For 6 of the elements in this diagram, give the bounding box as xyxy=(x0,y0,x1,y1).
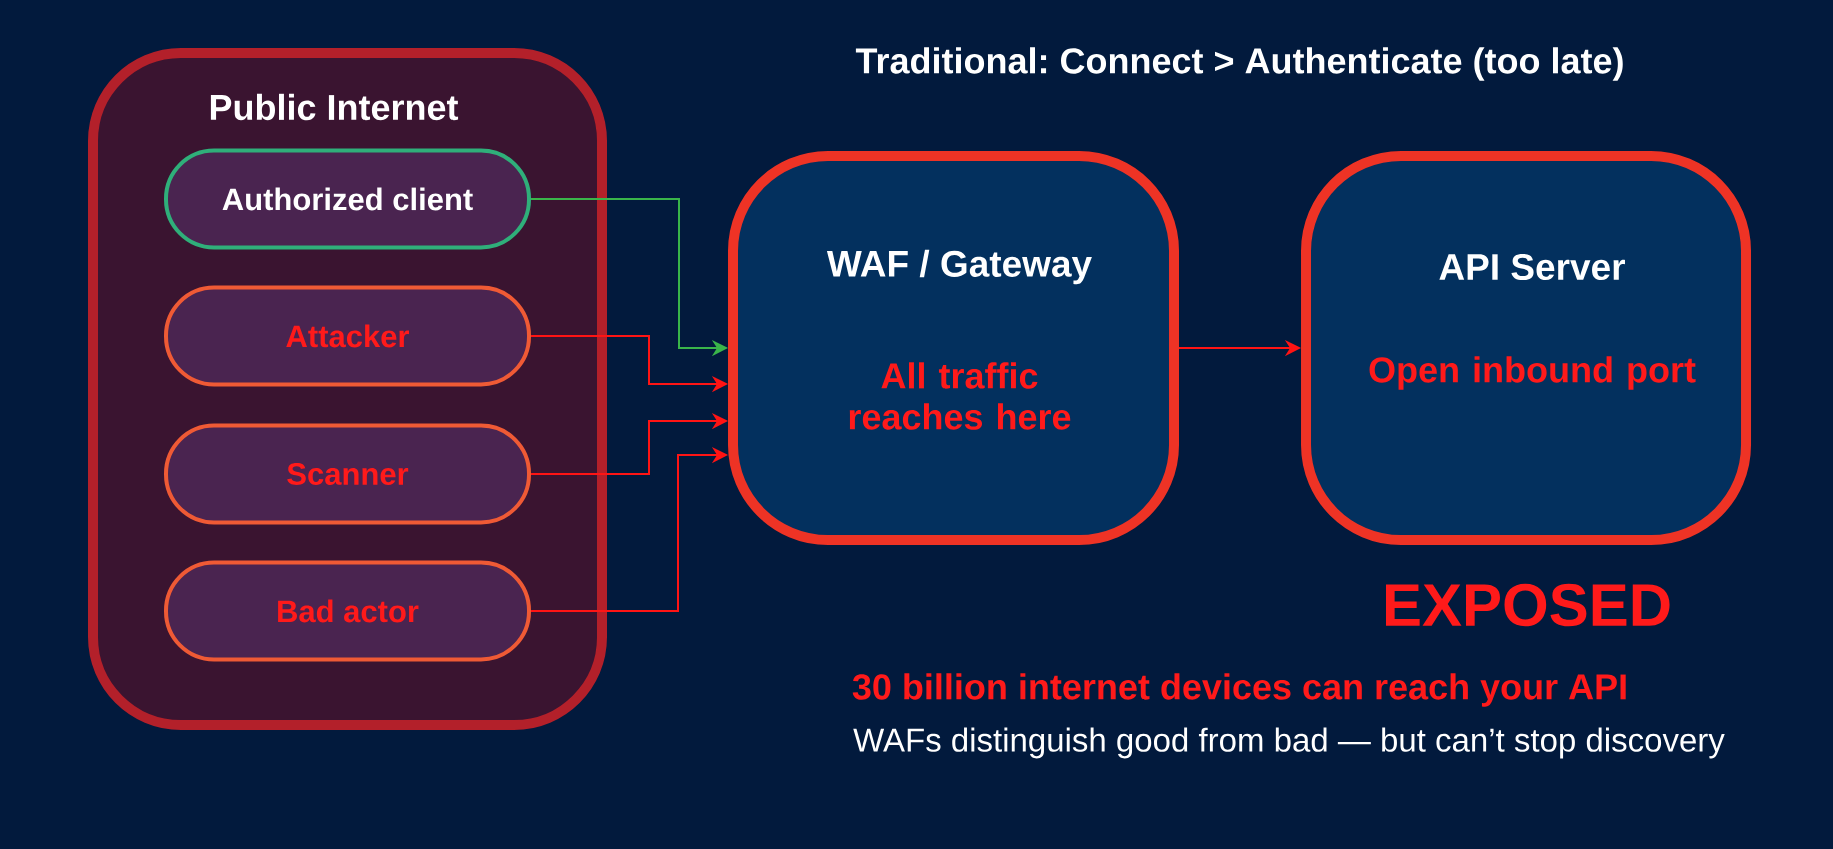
box-title: WAF / Gateway xyxy=(826,249,1092,285)
status-label: EXPOSED xyxy=(1386,583,1670,627)
note-text: WAFs distinguish good from bad — but can’t stop discovery xyxy=(853,727,1725,759)
note-text: 30 billion internet devices can reach your API xyxy=(852,673,1626,707)
box-text: All traffic reaches here xyxy=(849,362,1071,430)
diagram-title: Traditional: Connect > Authenticate (too late) xyxy=(855,47,1623,81)
